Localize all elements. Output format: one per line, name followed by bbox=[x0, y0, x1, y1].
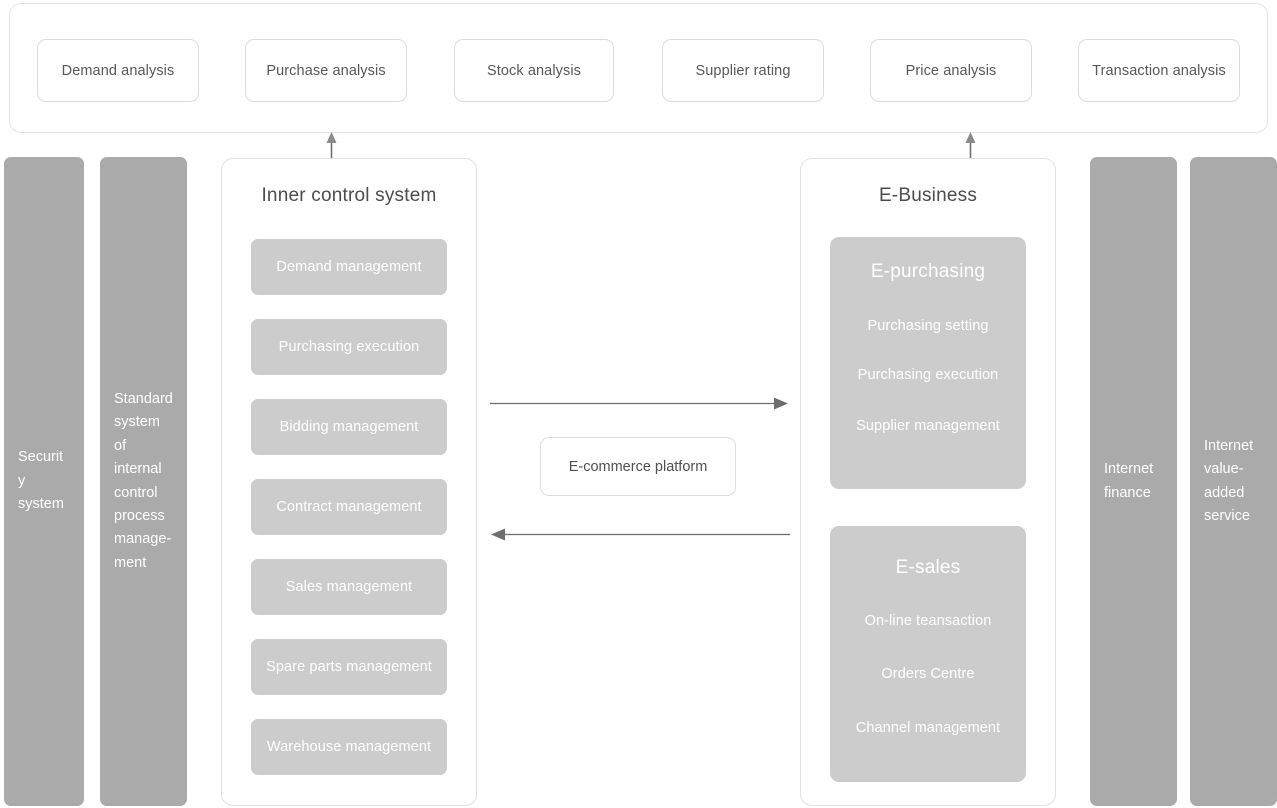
analysis-button-transaction[interactable]: Transaction analysis bbox=[1078, 39, 1240, 102]
chip-bidding-management[interactable]: Bidding management bbox=[251, 399, 447, 455]
arrow-left-to-inner-control-icon bbox=[491, 528, 790, 541]
pillar-standard-system[interactable]: Standard system of internal control proc… bbox=[100, 157, 187, 806]
panel-inner-control-system: Inner control system Demand management P… bbox=[221, 158, 477, 806]
arrow-up-inner-control-icon bbox=[326, 132, 337, 161]
chip-contract-management[interactable]: Contract management bbox=[251, 479, 447, 535]
group-item-orders-centre[interactable]: Orders Centre bbox=[881, 666, 975, 682]
analysis-button-stock[interactable]: Stock analysis bbox=[454, 39, 614, 102]
group-e-sales-heading: E-sales bbox=[895, 557, 961, 578]
panel-ebusiness: E-Business E-purchasing Purchasing setti… bbox=[800, 158, 1056, 806]
group-item-online-transaction[interactable]: On-line teansaction bbox=[864, 613, 992, 629]
pillar-internet-value-added-service-label: Internet value-added service bbox=[1204, 437, 1254, 524]
analysis-bar: Demand analysis Purchase analysis Stock … bbox=[9, 3, 1268, 133]
ecommerce-platform-box[interactable]: E-commerce platform bbox=[540, 437, 736, 496]
group-item-channel-management[interactable]: Channel management bbox=[855, 720, 1001, 736]
pillar-internet-finance[interactable]: Internet finance bbox=[1090, 157, 1177, 806]
analysis-button-purchase[interactable]: Purchase analysis bbox=[245, 39, 407, 102]
group-item-purchasing-execution[interactable]: Purchasing execution bbox=[857, 367, 999, 383]
pillar-standard-system-label: Standard system of internal control proc… bbox=[114, 390, 173, 571]
chip-sales-management[interactable]: Sales management bbox=[251, 559, 447, 615]
analysis-button-price[interactable]: Price analysis bbox=[870, 39, 1032, 102]
group-e-purchasing[interactable]: E-purchasing Purchasing setting Purchasi… bbox=[830, 237, 1026, 489]
group-item-purchasing-setting[interactable]: Purchasing setting bbox=[867, 318, 989, 334]
pillar-security-system-label: Security system bbox=[18, 449, 64, 513]
analysis-button-demand[interactable]: Demand analysis bbox=[37, 39, 199, 102]
panel-inner-control-system-title: Inner control system bbox=[261, 185, 437, 206]
group-item-supplier-management[interactable]: Supplier management bbox=[856, 418, 1000, 434]
pillar-internet-value-added-service[interactable]: Internet value-added service bbox=[1190, 157, 1277, 806]
panel-ebusiness-title: E-Business bbox=[878, 185, 978, 206]
pillar-security-system[interactable]: Security system bbox=[4, 157, 84, 806]
chip-warehouse-management[interactable]: Warehouse management bbox=[251, 719, 447, 775]
arrow-right-to-ebusiness-icon bbox=[490, 397, 788, 410]
group-e-sales[interactable]: E-sales On-line teansaction Orders Centr… bbox=[830, 526, 1026, 782]
group-e-purchasing-heading: E-purchasing bbox=[870, 261, 986, 282]
chip-spare-parts-management[interactable]: Spare parts management bbox=[251, 639, 447, 695]
chip-purchasing-execution[interactable]: Purchasing execution bbox=[251, 319, 447, 375]
pillar-internet-finance-label: Internet finance bbox=[1104, 461, 1154, 501]
analysis-button-supplier-rating[interactable]: Supplier rating bbox=[662, 39, 824, 102]
arrow-up-ebusiness-icon bbox=[965, 132, 976, 161]
chip-demand-management[interactable]: Demand management bbox=[251, 239, 447, 295]
